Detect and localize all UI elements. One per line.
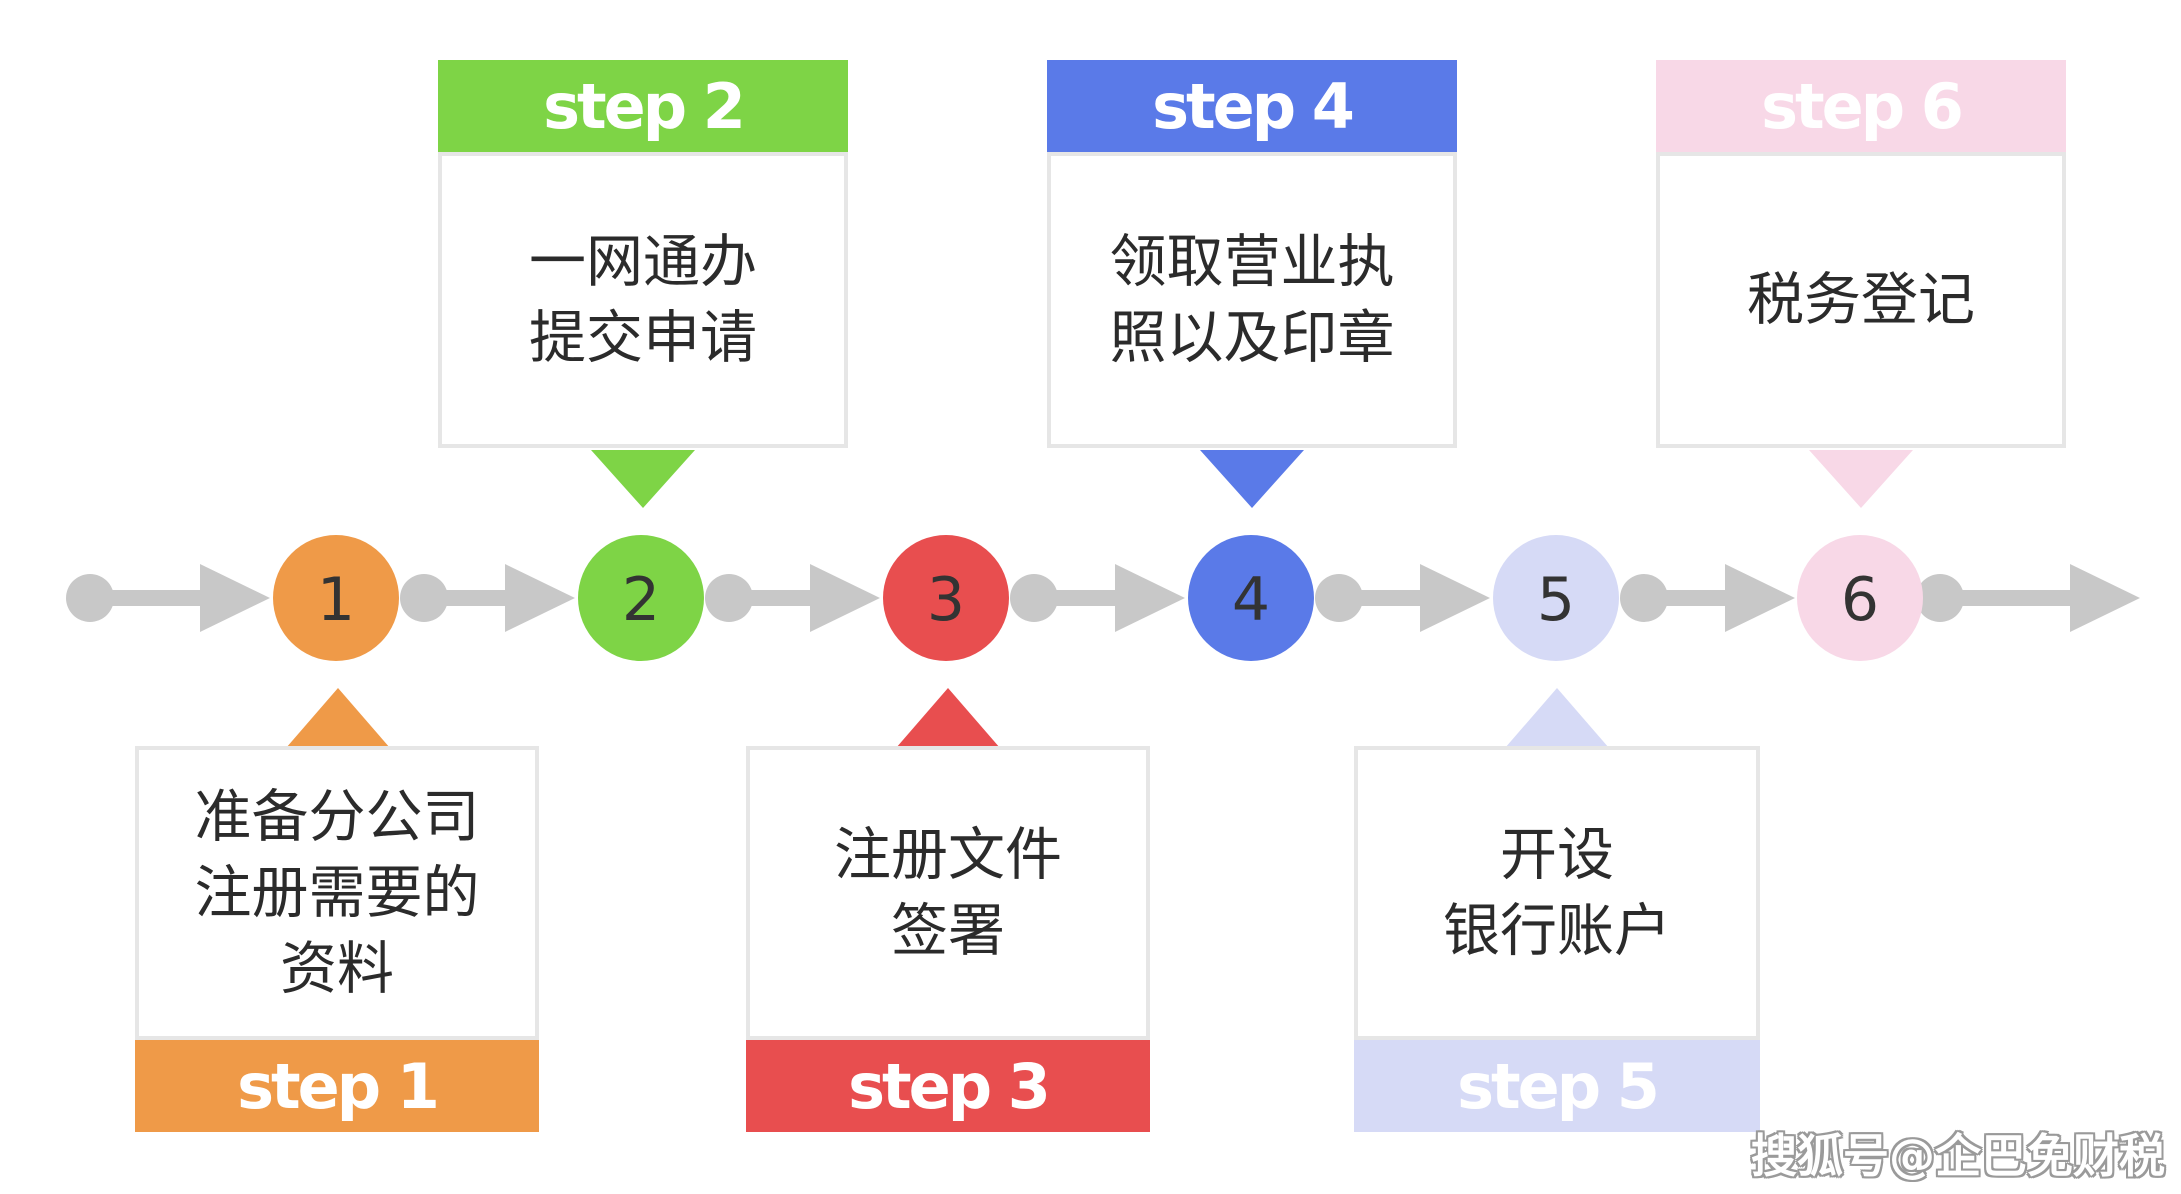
step-2-number: 2 <box>622 565 660 635</box>
step-2-card: 一网通办 提交申请 <box>438 152 848 448</box>
step-1-card: 准备分公司 注册需要的 资料 <box>135 746 539 1040</box>
step-5-tag: step 5 <box>1354 1040 1760 1132</box>
step-5-number: 5 <box>1537 565 1575 635</box>
step-1-tag: step 1 <box>135 1040 539 1132</box>
step-4-tag: step 4 <box>1047 60 1457 152</box>
step-4-pointer <box>1200 450 1304 508</box>
connector-arrow-2 <box>505 564 575 632</box>
step-5-pointer <box>1505 688 1609 748</box>
step-5-card: 开设 银行账户 <box>1354 746 1760 1040</box>
step-6-number: 6 <box>1841 565 1879 635</box>
connector-arrow-5 <box>1420 564 1490 632</box>
step-1-pointer <box>286 688 390 748</box>
step-4-circle <box>1188 535 1314 661</box>
step-6-circle <box>1797 535 1923 661</box>
step-5-circle <box>1493 535 1619 661</box>
step-1-number: 1 <box>317 565 355 635</box>
step-6-text: 税务登记 <box>1747 267 1975 333</box>
connector-arrow-3 <box>810 564 880 632</box>
step-2-pointer <box>591 450 695 508</box>
connector-arrow-7 <box>2070 564 2140 632</box>
step-3-tag: step 3 <box>746 1040 1150 1132</box>
step-2-tag: step 2 <box>438 60 848 152</box>
step-1-text: 准备分公司 注册需要的 资料 <box>194 784 480 1002</box>
step-2-text: 一网通办 提交申请 <box>529 229 757 371</box>
connector-arrow-4 <box>1115 564 1185 632</box>
step-3-text: 注册文件 签署 <box>834 822 1062 964</box>
step-3-card: 注册文件 签署 <box>746 746 1150 1040</box>
connector-arrow-6 <box>1725 564 1795 632</box>
step-4-card: 领取营业执 照以及印章 <box>1047 152 1457 448</box>
watermark: 搜狐号@企巴免财税 <box>1751 1129 2165 1183</box>
step-4-number: 4 <box>1232 565 1270 635</box>
step-3-pointer <box>896 688 1000 748</box>
step-6-pointer <box>1809 450 1913 508</box>
step-4-text: 领取营业执 照以及印章 <box>1109 229 1395 371</box>
step-6-card: 税务登记 <box>1656 152 2066 448</box>
step-2-circle <box>578 535 704 661</box>
step-6-tag: step 6 <box>1656 60 2066 152</box>
step-5-text: 开设 银行账户 <box>1443 822 1671 964</box>
step-3-number: 3 <box>927 565 965 635</box>
connector-arrow-1 <box>200 564 270 632</box>
step-1-circle <box>273 535 399 661</box>
step-3-circle <box>883 535 1009 661</box>
